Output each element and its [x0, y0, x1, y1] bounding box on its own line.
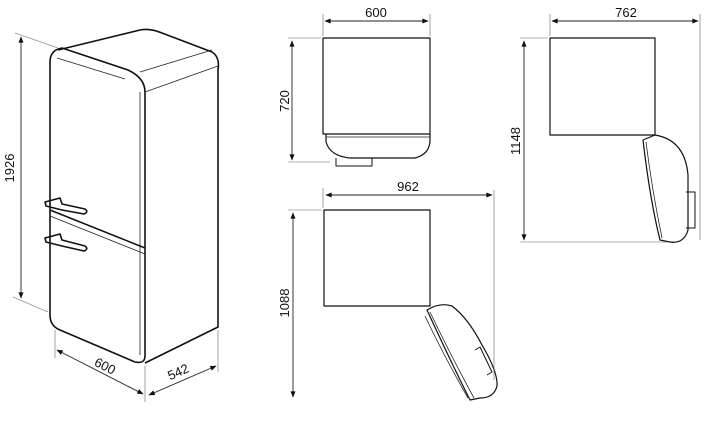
- door-open-width-label: 962: [397, 179, 419, 194]
- top-view-depth-label: 720: [277, 90, 292, 112]
- height-label: 1926: [2, 154, 17, 183]
- lower-door-handle: [44, 233, 88, 252]
- top-view-closed: 600 720: [277, 5, 431, 167]
- width-label: 600: [92, 354, 118, 377]
- top-view-width-label: 600: [365, 5, 387, 20]
- fridge-perspective-view: 1926 600 542: [2, 28, 220, 402]
- top-view-door-open: 962 1088: [277, 179, 498, 401]
- top-view-door-90: 762 1148: [508, 5, 701, 243]
- depth-dimension-line: [148, 365, 217, 396]
- door-open-depth-label: 1088: [277, 289, 292, 318]
- depth-label: 542: [165, 361, 191, 384]
- width-dimension-line: [56, 349, 144, 395]
- upper-door-handle: [44, 197, 88, 215]
- door-90-depth-label: 1148: [508, 127, 523, 155]
- door-90-width-label: 762: [615, 5, 637, 20]
